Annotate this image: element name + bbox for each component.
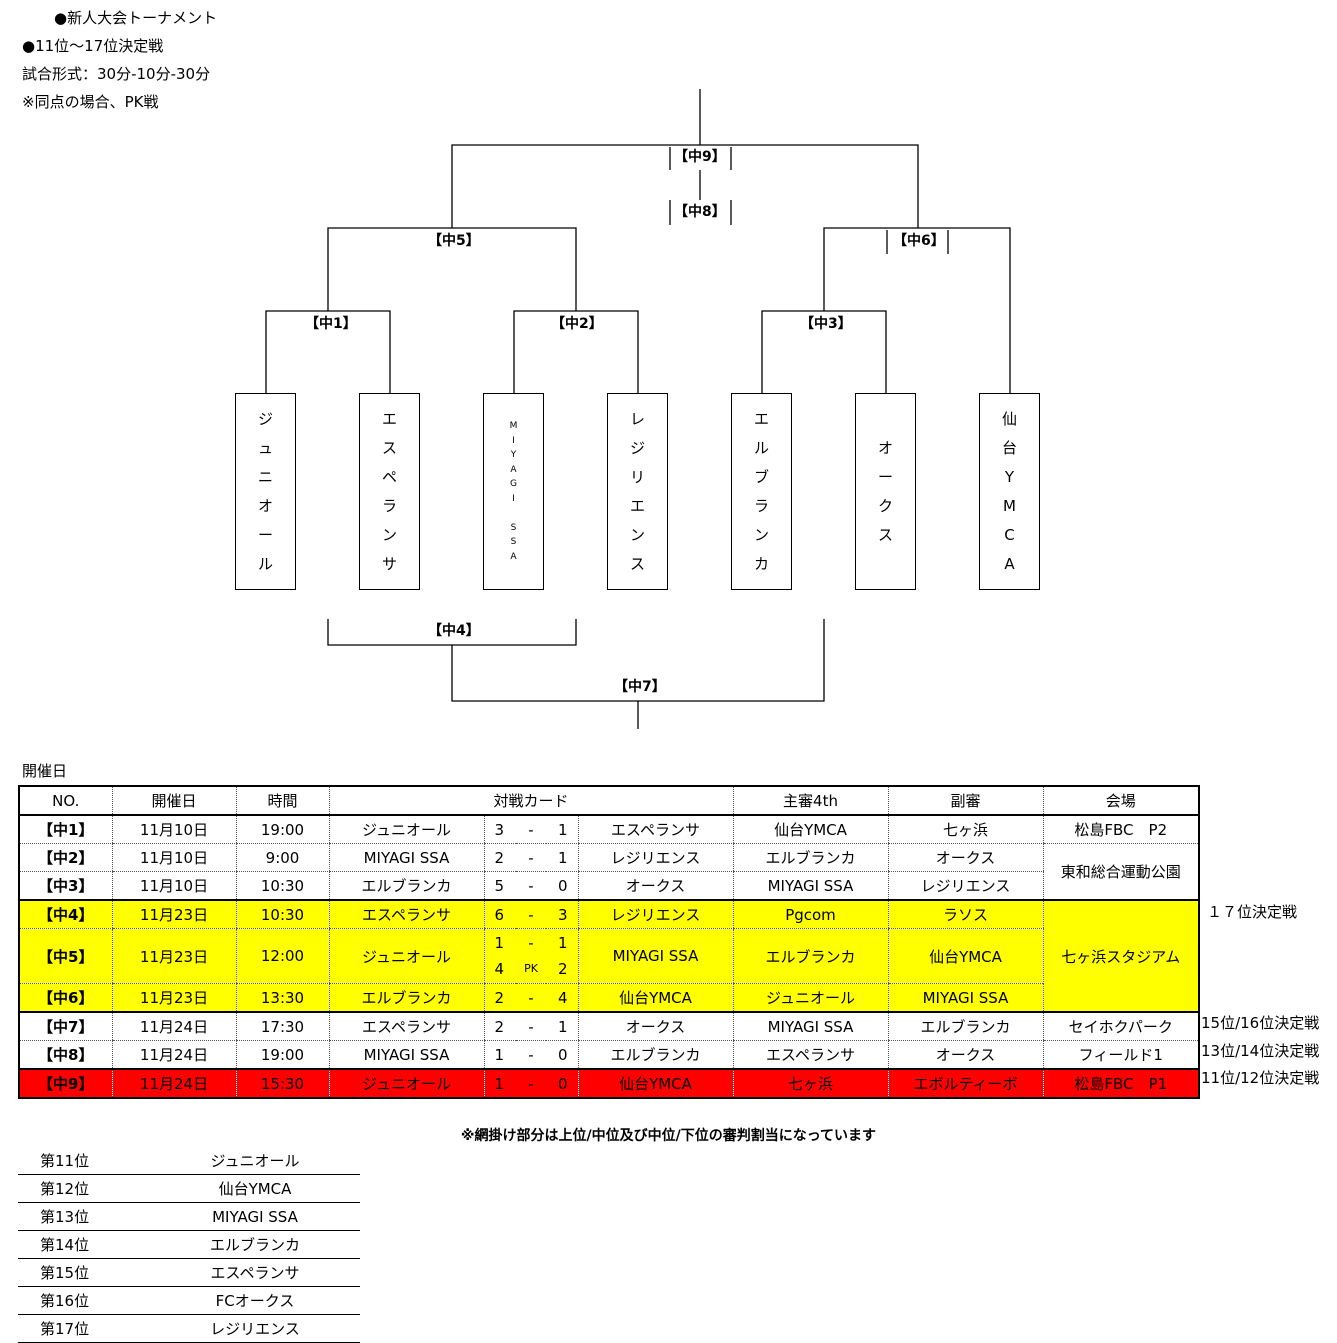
team-box-oaks: オークス: [855, 393, 916, 590]
note-11-12-place: 11位/12位決定戦: [1201, 1069, 1320, 1087]
ranking-row: 第14位エルブランカ: [18, 1230, 360, 1259]
ranking-row: 第12位仙台YMCA: [18, 1174, 360, 1203]
referee-note: ※網掛け部分は上位/中位及び中位/下位の審判割当になっています: [460, 1128, 877, 1144]
match-label-m4: 【中4】: [428, 623, 480, 639]
bracket-line-m9: [451, 144, 919, 228]
header-assistant: 副審: [887, 786, 1043, 816]
schedule-title: 開催日: [22, 762, 68, 780]
match-label-m1: 【中1】: [305, 316, 357, 332]
bracket-line-m6: [823, 227, 1011, 393]
team-box-junior: ジュニオール: [235, 393, 296, 590]
note-15-16-place: 15位/16位決定戦: [1201, 1014, 1320, 1032]
header-referee: 主審4th: [732, 786, 888, 816]
match-label-m3: 【中3】: [800, 316, 852, 332]
ranking-row: 第15位エスペランサ: [18, 1258, 360, 1287]
note-17th-place: １７位決定戦: [1207, 903, 1298, 921]
table-row: 【中4】 11月23日 10:30 エスペランサ 6 - 3 レジリエンス Pg…: [18, 899, 1199, 1013]
team-box-esperanza: エスペランサ: [359, 393, 420, 590]
team-box-elblanca: エルブランカ: [731, 393, 792, 590]
schedule-table: NO. 開催日 時間 対戦カード 主審4th 副審 会場 【中1】 11月10日…: [18, 785, 1200, 1099]
tie-rule: ※同点の場合、PK戦: [22, 93, 159, 111]
table-row: 【中1】 11月10日 19:00 ジュニオール 3 - 1 エスペランサ 仙台…: [18, 815, 1199, 844]
table-header-row: NO. 開催日 時間 対戦カード 主審4th 副審 会場: [18, 786, 1199, 816]
table-row: 【中9】 11月24日 15:30 ジュニオール 1 - 0 仙台YMCA 七ヶ…: [18, 1068, 1199, 1099]
page-title: ●新人大会トーナメント: [54, 9, 218, 27]
match-label-m6: 【中6】: [893, 233, 945, 249]
table-row: 【中8】 11月24日 19:00 MIYAGI SSA 1 - 0 エルブラン…: [18, 1040, 1199, 1070]
table-row: 【中6】 11月23日 13:30 エルブランカ 2 - 4 仙台YMCA ジュ…: [18, 983, 1199, 1013]
match-label-m8: 【中8】: [674, 204, 726, 220]
header-no: NO.: [18, 786, 112, 816]
note-13-14-place: 13位/14位決定戦: [1201, 1042, 1320, 1060]
ranking-row: 第17位レジリエンス: [18, 1314, 360, 1343]
ranking-row: 第11位ジュニオール: [18, 1147, 360, 1175]
match-format: 試合形式：30分-10分-30分: [22, 65, 211, 83]
team-box-resilience: レジリエンス: [607, 393, 668, 590]
table-row: 【中2】 11月10日 9:00 MIYAGI SSA 2 - 1 レジリエンス…: [18, 843, 1199, 901]
header-date: 開催日: [111, 786, 236, 816]
tournament-bracket: [265, 89, 1011, 729]
header-time: 時間: [235, 786, 329, 816]
header-venue: 会場: [1042, 786, 1199, 816]
table-row: 【中3】 11月10日 10:30 エルブランカ 5 - 0 オークス MIYA…: [18, 871, 1199, 901]
match-label-m2: 【中2】: [551, 316, 603, 332]
match-label-m9: 【中9】: [674, 149, 726, 165]
match-label-m7: 【中7】: [614, 679, 666, 695]
table-row: 【中7】 11月24日 17:30 エスペランサ 2 - 1 オークス MIYA…: [18, 1011, 1199, 1041]
page-subtitle: ●11位～17位決定戦: [22, 37, 164, 55]
header-card: 対戦カード: [328, 786, 733, 816]
match-label-m5: 【中5】: [428, 233, 480, 249]
